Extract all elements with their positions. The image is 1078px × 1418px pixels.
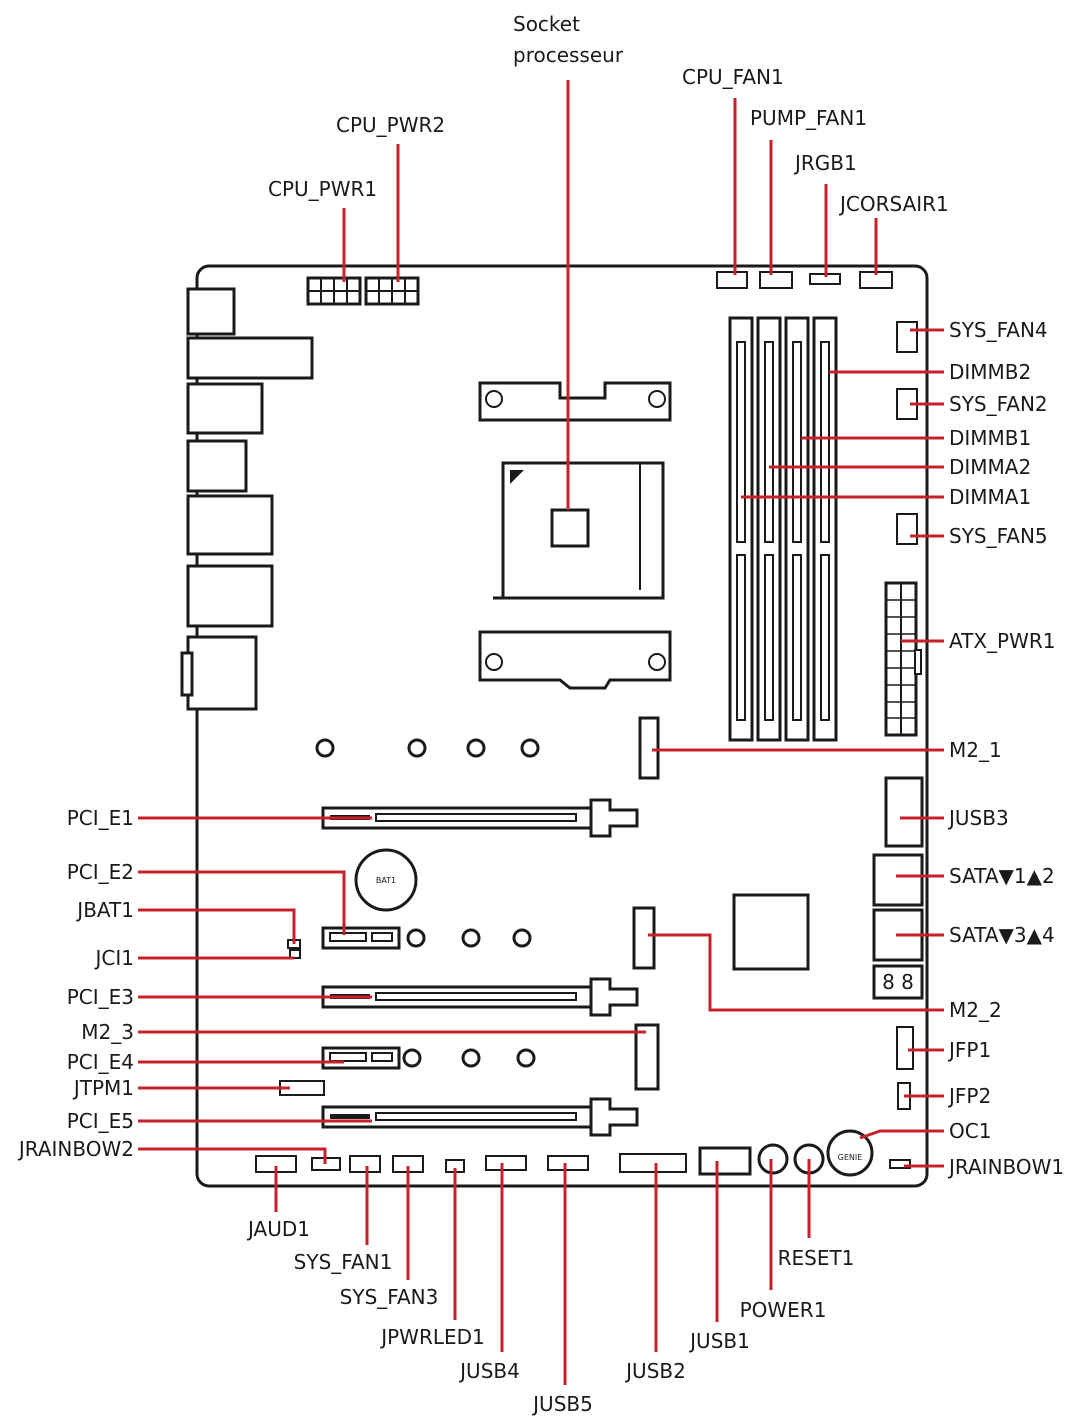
label-m2-3: M2_3 xyxy=(81,1020,134,1044)
label-sata34: SATA▼3▲4 xyxy=(949,923,1055,947)
battery-label: BAT1 xyxy=(376,876,396,885)
sys-fan4-header xyxy=(896,321,918,353)
label-jusb4: JUSB4 xyxy=(458,1359,520,1383)
label-jaud1: JAUD1 xyxy=(246,1217,310,1241)
sys-fan5-header xyxy=(896,513,918,545)
m2-2-slot xyxy=(632,906,656,970)
label-sys-fan2: SYS_FAN2 xyxy=(949,392,1048,416)
pci-e2-slot xyxy=(321,926,401,950)
label-jusb2: JUSB2 xyxy=(624,1359,686,1383)
cpu-retention-top xyxy=(478,381,672,422)
label-jtpm1: JTPM1 xyxy=(72,1076,134,1100)
jusb4-header xyxy=(485,1155,527,1171)
label-m2-2: M2_2 xyxy=(949,998,1002,1022)
label-socket-line1: Socket xyxy=(513,12,580,36)
label-socket-line2: processeur xyxy=(513,43,624,67)
cpu-pwr1-connector xyxy=(306,276,362,306)
label-cpu-pwr2: CPU_PWR2 xyxy=(336,113,445,137)
label-power1: POWER1 xyxy=(740,1298,827,1322)
cmos-battery: BAT1 xyxy=(354,848,418,912)
sata12-ports xyxy=(872,853,924,907)
label-sys-fan3: SYS_FAN3 xyxy=(340,1285,439,1309)
cpu-retention-bottom xyxy=(478,630,672,690)
power1-button xyxy=(757,1143,789,1175)
chipset xyxy=(732,893,810,971)
label-sys-fan5: SYS_FAN5 xyxy=(949,524,1048,548)
cpu-socket xyxy=(493,461,665,600)
label-pump-fan1: PUMP_FAN1 xyxy=(750,106,867,130)
jusb1-connector xyxy=(698,1146,752,1176)
jci1-header xyxy=(289,949,301,959)
label-dimmb1: DIMMB1 xyxy=(949,426,1031,450)
label-jfp2: JFP2 xyxy=(947,1084,991,1108)
pci-e3-slot xyxy=(321,977,639,1017)
jusb3-header xyxy=(884,776,924,848)
jusb5-header xyxy=(547,1155,589,1171)
label-pci-e5: PCI_E5 xyxy=(67,1109,134,1133)
label-jci1: JCI1 xyxy=(94,946,135,970)
jrainbow1-header xyxy=(889,1159,911,1169)
label-jusb1: JUSB1 xyxy=(688,1329,750,1353)
pci-e5-slot xyxy=(321,1097,639,1137)
label-sys-fan1: SYS_FAN1 xyxy=(294,1250,393,1274)
dimm-slots xyxy=(728,316,838,742)
cpu-fan1-header xyxy=(716,271,748,289)
label-sata12: SATA▼1▲2 xyxy=(949,864,1055,888)
label-oc1: OC1 xyxy=(949,1119,991,1143)
oc1-button: GENIE xyxy=(826,1129,874,1177)
m2-3-slot xyxy=(634,1023,660,1091)
mounting-standoffs xyxy=(315,738,540,1068)
label-dimma1: DIMMA1 xyxy=(949,485,1031,509)
atx-pwr1-connector xyxy=(884,581,922,737)
pci-e4-slot xyxy=(321,1046,401,1070)
cpu-pwr2-connector xyxy=(364,276,420,306)
label-jrgb1: JRGB1 xyxy=(793,151,857,175)
label-jbat1: JBAT1 xyxy=(75,898,134,922)
label-jusb5: JUSB5 xyxy=(531,1392,593,1416)
rear-io-panel xyxy=(180,287,314,711)
label-pci-e2: PCI_E2 xyxy=(67,860,134,884)
m2-1-slot xyxy=(638,716,660,780)
label-m2-1: M2_1 xyxy=(949,738,1002,762)
label-pci-e4: PCI_E4 xyxy=(67,1050,134,1074)
label-dimma2: DIMMA2 xyxy=(949,455,1031,479)
jfp1-header xyxy=(896,1026,914,1070)
label-reset1: RESET1 xyxy=(778,1246,855,1270)
label-pci-e3: PCI_E3 xyxy=(67,985,134,1009)
label-jfp1: JFP1 xyxy=(947,1038,991,1062)
label-jpwrled1: JPWRLED1 xyxy=(379,1325,485,1349)
label-dimmb2: DIMMB2 xyxy=(949,360,1031,384)
label-pci-e1: PCI_E1 xyxy=(67,806,134,830)
sys-fan1-header xyxy=(349,1155,381,1173)
label-jusb3: JUSB3 xyxy=(947,806,1009,830)
debug-led-digits: 8 8 xyxy=(882,970,914,994)
debug-led-display: 8 8 xyxy=(872,964,924,1000)
label-jrainbow2: JRAINBOW2 xyxy=(17,1137,134,1161)
label-jcorsair1: JCORSAIR1 xyxy=(838,192,949,216)
oc-button-label: GENIE xyxy=(838,1153,863,1162)
jusb2-header xyxy=(619,1153,687,1173)
label-sys-fan4: SYS_FAN4 xyxy=(949,318,1048,342)
label-cpu-fan1: CPU_FAN1 xyxy=(682,65,784,89)
label-jrainbow1: JRAINBOW1 xyxy=(947,1155,1064,1179)
pump-fan1-header xyxy=(759,271,793,289)
leader-lines xyxy=(138,80,944,1385)
label-atx-pwr1: ATX_PWR1 xyxy=(949,629,1056,653)
label-cpu-pwr1: CPU_PWR1 xyxy=(268,177,377,201)
